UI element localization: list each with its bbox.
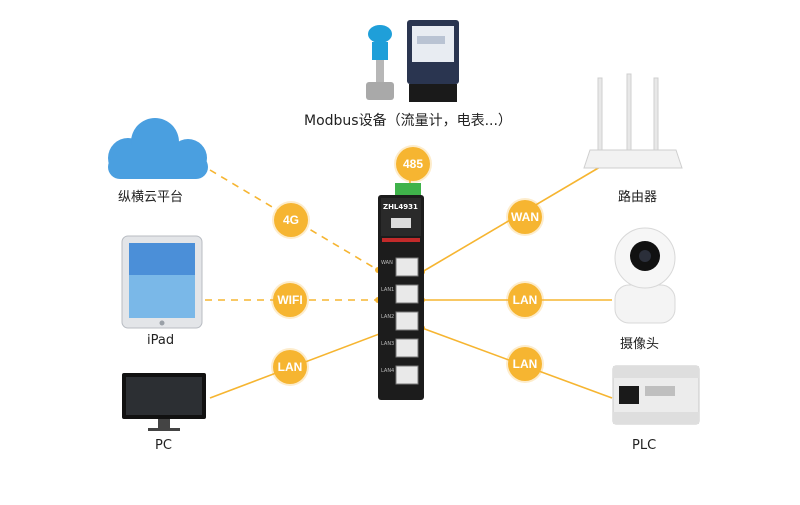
camera-icon bbox=[614, 227, 676, 324]
link-badge-router: WAN bbox=[508, 200, 542, 234]
modbus-device-label: Modbus设备（流量计，电表...） bbox=[304, 113, 512, 129]
energy-meter-icon bbox=[407, 20, 459, 102]
flow-meter-icon bbox=[366, 25, 394, 100]
port-label-lan1: LAN1 bbox=[381, 287, 395, 293]
cloud-platform-label: 纵横云平台 bbox=[118, 190, 184, 205]
router-icon bbox=[583, 73, 683, 169]
plc-label: PLC bbox=[632, 438, 657, 453]
device-model-label: ZHL4931 bbox=[383, 203, 418, 211]
ipad-label: iPad bbox=[147, 333, 175, 348]
cloud-icon bbox=[108, 118, 208, 179]
link-badge-ipad: WIFI bbox=[273, 283, 307, 317]
ipad-icon bbox=[121, 235, 203, 329]
link-badge-cloud: 4G bbox=[274, 203, 308, 237]
pc-label: PC bbox=[155, 438, 172, 453]
link-badge-camera: LAN bbox=[508, 283, 542, 317]
pc-monitor-icon bbox=[122, 373, 206, 431]
plc-icon bbox=[612, 365, 700, 425]
gateway-device bbox=[378, 183, 424, 400]
port-label-lan2: LAN2 bbox=[381, 314, 395, 320]
link-badge-modbus: 485 bbox=[396, 147, 430, 181]
port-label-lan3: LAN3 bbox=[381, 341, 395, 347]
camera-label: 摄像头 bbox=[620, 337, 660, 352]
port-label-lan4: LAN4 bbox=[381, 368, 395, 374]
port-label-wan: WAN bbox=[381, 260, 393, 266]
link-badge-pc: LAN bbox=[273, 350, 307, 384]
link-badge-plc: LAN bbox=[508, 347, 542, 381]
router-label: 路由器 bbox=[618, 190, 658, 205]
